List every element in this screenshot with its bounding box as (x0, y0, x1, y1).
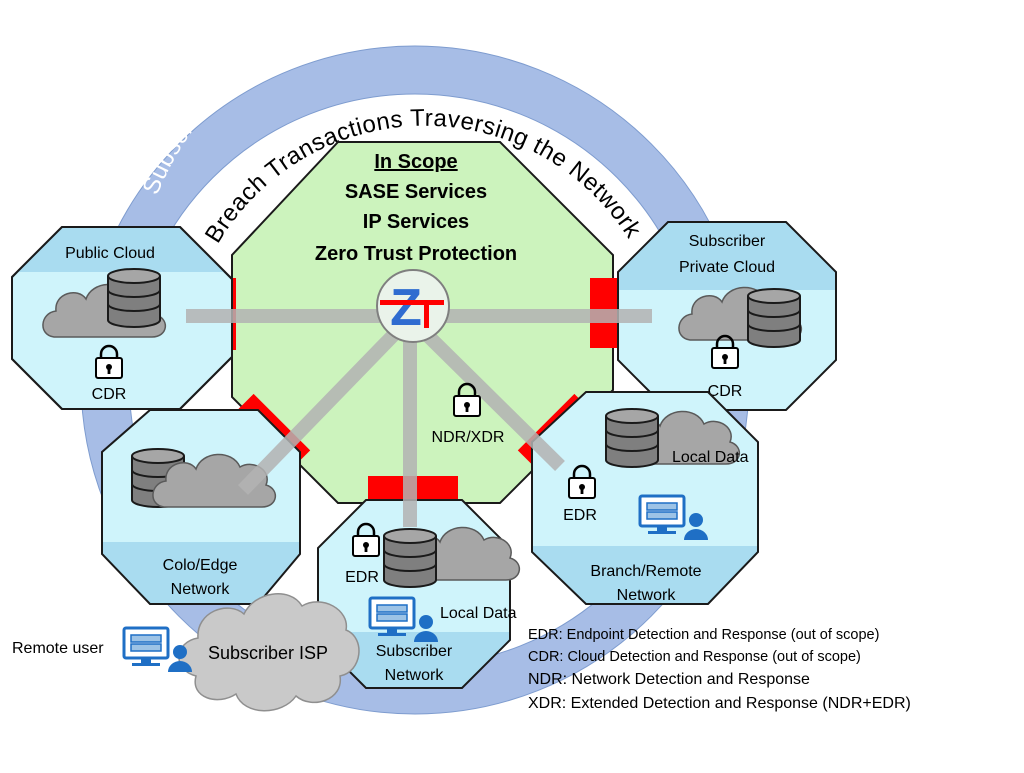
center-line-1: SASE Services (345, 181, 487, 203)
database-icon (383, 528, 437, 588)
node-colo-edge: Colo/Edge Network (101, 409, 301, 605)
node-title-line1: Branch/Remote (590, 563, 701, 580)
node-public-cloud: Public Cloud CDR (11, 226, 233, 410)
database-icon (605, 408, 659, 468)
isp-label: Subscriber ISP (208, 643, 328, 663)
node-title-line2: Network (171, 581, 231, 598)
remote-user-label: Remote user (12, 640, 104, 657)
in-scope-heading: In Scope (374, 151, 457, 173)
node-title-line1: Subscriber (376, 643, 453, 660)
center-line-2: IP Services (363, 211, 469, 233)
node-title-line1: Colo/Edge (163, 557, 238, 574)
zero-trust-logo: Z (376, 269, 450, 343)
logo-letter: Z (390, 279, 422, 337)
legend-edr: EDR: Endpoint Detection and Response (ou… (528, 627, 880, 643)
subscriber-isp-cloud: Subscriber ISP (178, 593, 360, 712)
legend-xdr: XDR: Extended Detection and Response (ND… (528, 695, 911, 712)
local-data-label: Local Data (440, 605, 517, 622)
lock-label: EDR (345, 569, 379, 586)
lock-label: EDR (563, 507, 597, 524)
local-data-label: Local Data (672, 449, 749, 466)
center-line-3: Zero Trust Protection (315, 243, 517, 265)
node-title-line2: Network (385, 667, 445, 684)
center-lock-label: NDR/XDR (432, 429, 505, 446)
node-subscriber-network: EDR Local Data Subscriber Network (317, 499, 521, 689)
lock-label: CDR (708, 383, 743, 400)
legend-cdr: CDR: Cloud Detection and Response (out o… (528, 649, 861, 665)
node-title: Public Cloud (65, 245, 155, 262)
node-title-line2: Private Cloud (679, 259, 775, 276)
lock-label: CDR (92, 386, 127, 403)
node-title-line1: Subscriber (689, 233, 766, 250)
legend: EDR: Endpoint Detection and Response (ou… (528, 624, 911, 716)
database-icon (747, 288, 801, 348)
node-title-line2: Network (617, 587, 677, 604)
node-branch-remote: Local Data EDR Branch/Remote Network (531, 391, 759, 605)
node-private-cloud: Subscriber Private Cloud CDR (617, 221, 837, 411)
remote-user-icon (122, 626, 194, 674)
database-icon (107, 268, 161, 328)
legend-ndr: NDR: Network Detection and Response (528, 671, 810, 688)
